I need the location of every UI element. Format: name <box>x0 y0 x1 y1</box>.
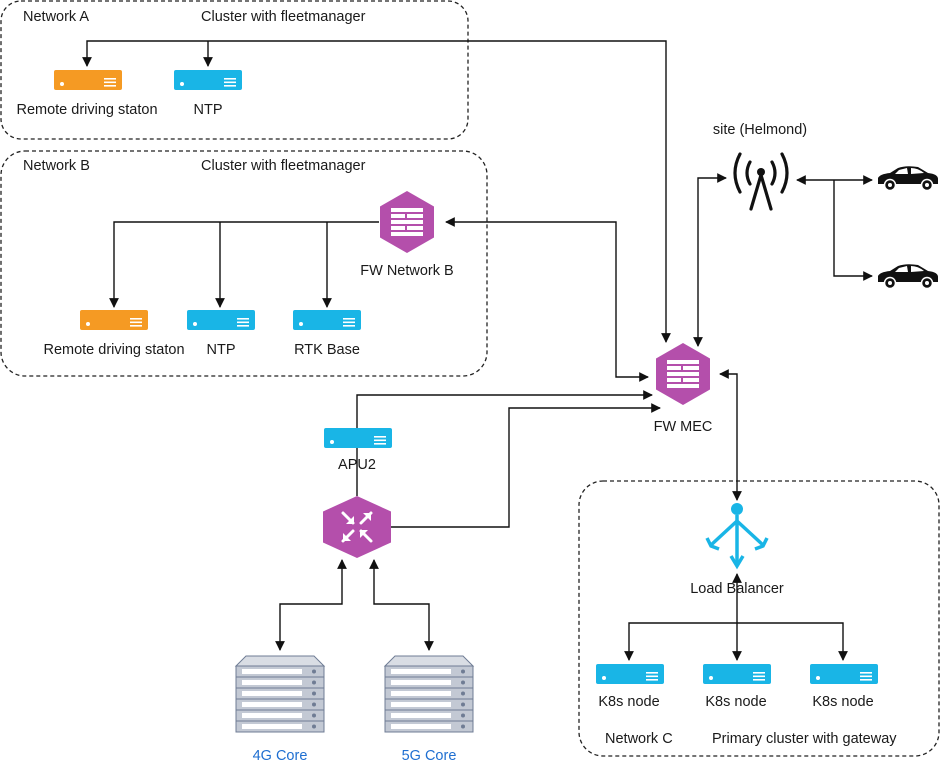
wire-router-4g <box>275 559 347 651</box>
network-c-label: Network C <box>605 731 673 747</box>
node-label: RTK Base <box>294 342 360 358</box>
wire-lb-k8s-right <box>737 622 848 661</box>
wire-apu-mec <box>356 390 653 428</box>
server-icon <box>187 310 255 330</box>
load-balancer-label: Load Balancer <box>690 581 784 597</box>
core-label: 5G Core <box>402 748 457 761</box>
wire-a-remote <box>82 40 208 67</box>
wire-router-5g <box>369 559 434 651</box>
network-a-box <box>0 0 469 140</box>
firewall-icon <box>380 191 434 253</box>
wire-fwb-mec <box>445 217 649 382</box>
apu-label: APU2 <box>338 457 376 473</box>
network-c-box <box>578 480 940 757</box>
router-icon <box>323 496 391 558</box>
server-icon <box>293 310 361 330</box>
wire-lb-k8s-left <box>624 622 737 661</box>
network-a-cluster-label: Cluster with fleetmanager <box>201 9 366 25</box>
wire-router-mec <box>390 403 661 528</box>
node-label: Remote driving staton <box>43 342 184 358</box>
wire-mec-site <box>693 173 727 347</box>
server-icon <box>174 70 242 90</box>
node-label: Remote driving staton <box>16 102 157 118</box>
node-label: K8s node <box>812 694 873 710</box>
server-icon <box>703 664 771 684</box>
car-icon <box>877 165 939 192</box>
firewall-label: FW Network B <box>360 263 453 279</box>
server-icon <box>54 70 122 90</box>
firewall-label: FW MEC <box>654 419 713 435</box>
car-icon <box>877 263 939 290</box>
wire-a-mec <box>208 40 671 343</box>
server-icon <box>80 310 148 330</box>
node-label: K8s node <box>705 694 766 710</box>
node-label: K8s node <box>598 694 659 710</box>
node-label: NTP <box>194 102 223 118</box>
network-a-label: Network A <box>23 9 89 25</box>
wire-mec-lb <box>719 369 742 501</box>
network-b-label: Network B <box>23 158 90 174</box>
network-c-cluster-label: Primary cluster with gateway <box>712 731 897 747</box>
wire-site-car2 <box>833 180 873 281</box>
server-icon <box>324 428 392 448</box>
server-icon <box>810 664 878 684</box>
site-label: site (Helmond) <box>713 122 807 138</box>
load-balancer-icon <box>705 503 769 570</box>
core-label: 4G Core <box>253 748 308 761</box>
firewall-icon <box>656 343 710 405</box>
node-label: NTP <box>207 342 236 358</box>
server-rack-icon <box>235 655 325 733</box>
server-rack-icon <box>384 655 474 733</box>
server-icon <box>596 664 664 684</box>
network-b-cluster-label: Cluster with fleetmanager <box>201 158 366 174</box>
wire-fwb-remote <box>109 221 379 308</box>
antenna-icon <box>733 152 789 211</box>
